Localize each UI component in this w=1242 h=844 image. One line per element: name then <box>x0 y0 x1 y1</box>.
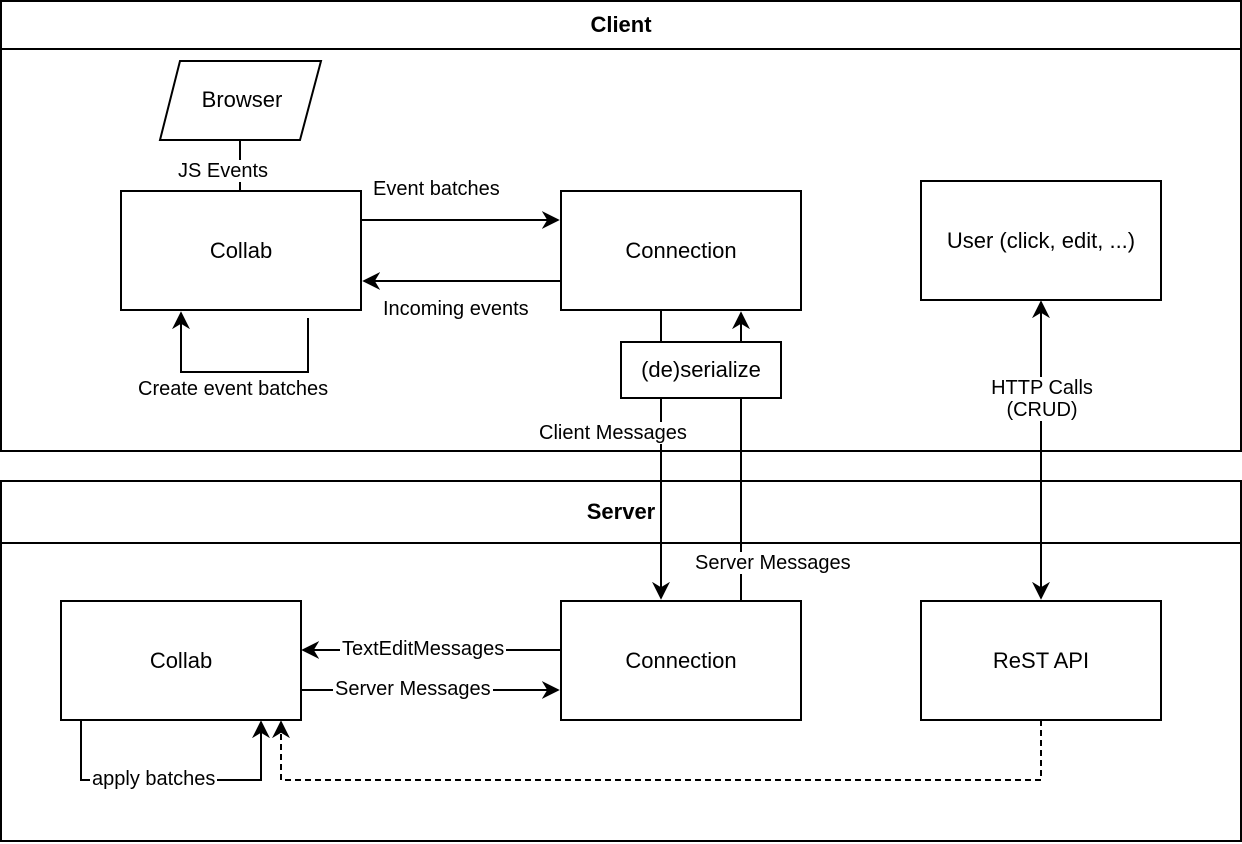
incoming-events-label: Incoming events <box>381 298 531 320</box>
http-calls-line1: HTTP Calls <box>991 377 1093 399</box>
server-messages-top-label: Server Messages <box>693 552 853 574</box>
http-calls-line2: (CRUD) <box>1006 399 1078 421</box>
server-panel-title: Server <box>2 482 1240 544</box>
browser-label: Browser <box>201 87 283 112</box>
server-messages-label: Server Messages <box>333 678 493 700</box>
user-box: User (click, edit, ...) <box>920 180 1162 301</box>
client-messages-label: Client Messages <box>537 422 689 444</box>
http-calls-label: HTTP Calls (CRUD) <box>981 377 1103 421</box>
create-event-batches-loop <box>172 311 309 373</box>
browser-shape <box>158 60 323 141</box>
server-collab-box: Collab <box>60 600 302 721</box>
rest-to-collab-dashed <box>272 720 1042 781</box>
client-collab-box: Collab <box>120 190 362 311</box>
event-batches-label: Event batches <box>371 178 502 200</box>
server-connection-box: Connection <box>560 600 802 721</box>
create-event-batches-label: Create event batches <box>136 378 331 400</box>
client-connection-box: Connection <box>560 190 802 311</box>
text-edit-messages-label: TextEditMessages <box>340 638 507 660</box>
rest-api-box: ReST API <box>920 600 1162 721</box>
client-panel-title: Client <box>2 2 1240 50</box>
apply-batches-label: apply batches <box>90 768 218 790</box>
deserialize-box: (de)serialize <box>620 341 782 399</box>
js-events-label: JS Events <box>176 160 271 182</box>
